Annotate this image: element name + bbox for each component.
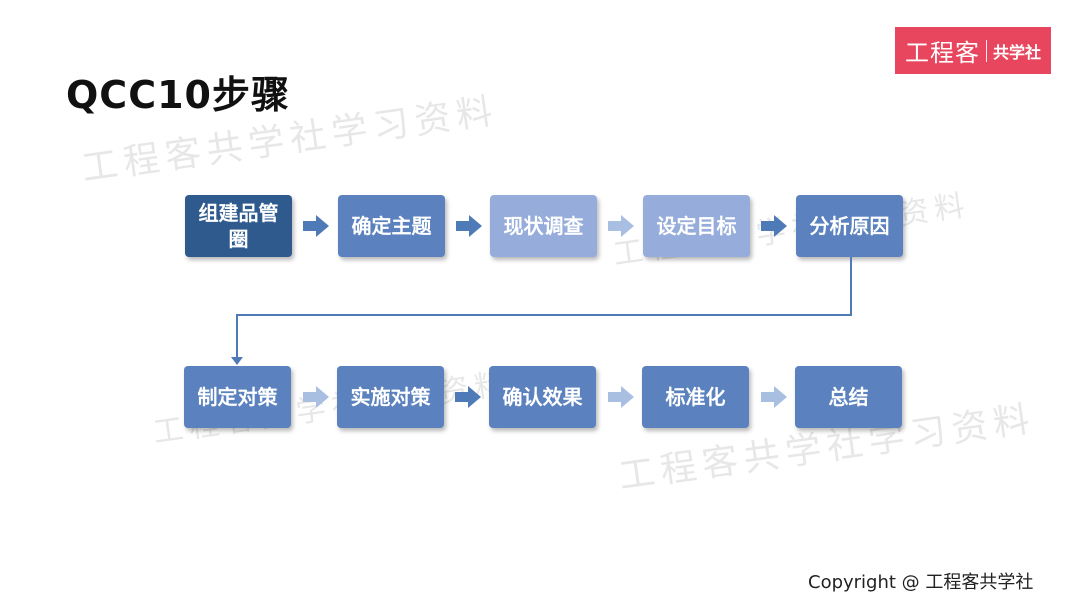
flow-arrow-icon — [303, 215, 329, 237]
step-standardize: 标准化 — [642, 366, 749, 428]
flow-arrow-icon — [761, 215, 787, 237]
step-form-circle: 组建品管圈 — [185, 195, 292, 257]
step-summary: 总结 — [795, 366, 902, 428]
step-determine-theme: 确定主题 — [338, 195, 445, 257]
step-analyze-cause: 分析原因 — [796, 195, 903, 257]
brand-name: 工程客 — [904, 39, 980, 67]
flow-arrow-icon — [608, 215, 634, 237]
brand-subname: 共学社 — [992, 42, 1041, 62]
step-confirm-effect: 确认效果 — [489, 366, 596, 428]
flow-arrow-icon — [608, 386, 634, 408]
step-plan-countermeasures: 制定对策 — [184, 366, 291, 428]
slide-title: QCC10步骤 — [66, 73, 290, 117]
flow-arrow-icon — [456, 215, 482, 237]
flow-arrow-icon — [455, 386, 481, 408]
flow-arrow-icon — [761, 386, 787, 408]
flow-arrow-icon — [303, 386, 329, 408]
copyright-text: Copyright @ 工程客共学社 — [808, 572, 1034, 593]
brand-divider — [985, 39, 987, 62]
step-survey-status: 现状调查 — [490, 195, 597, 257]
brand-logo: 工程客 共学社 — [895, 27, 1051, 74]
row-connector — [231, 257, 852, 365]
step-implement-countermeasures: 实施对策 — [337, 366, 444, 428]
step-set-target: 设定目标 — [643, 195, 750, 257]
